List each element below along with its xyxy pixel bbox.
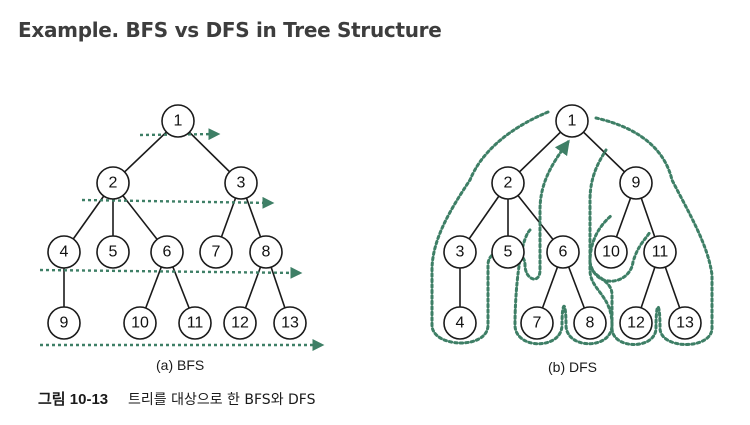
node-label: 2 [504,175,513,192]
node-label: 12 [627,315,645,332]
dfs-node: 5 [491,235,525,269]
dfs-node: 8 [573,306,607,340]
bfs-node: 3 [224,166,258,200]
bfs-node: 6 [150,235,184,269]
dfs-traversal-path [588,230,652,283]
bfs-nodes: 1 2 3 4 5 6 7 8 9 10 11 12 13 [47,104,307,340]
node-label: 12 [231,315,249,332]
node-label: 4 [456,315,465,332]
bfs-node: 10 [123,306,157,340]
figure-caption-text: 트리를 대상으로 한 BFS와 DFS [128,392,316,408]
bfs-panel: 1 2 3 4 5 6 7 8 9 10 11 12 13 (a) BFS [39,104,325,373]
bfs-level-arrow [139,128,221,141]
bfs-node: 12 [223,306,257,340]
node-label: 11 [652,244,669,261]
dfs-node: 7 [520,306,554,340]
node-label: 2 [109,175,118,192]
bfs-level-arrow [39,266,303,279]
dfs-panel: 1 2 3 4 5 6 7 8 9 10 11 12 13 (b) DFS [430,104,714,375]
bfs-node: 8 [249,235,283,269]
node-label: 5 [504,244,513,261]
node-label: 7 [212,244,221,261]
node-label: 4 [60,244,69,261]
node-label: 3 [456,244,465,261]
bfs-node: 4 [47,235,81,269]
node-label: 8 [586,315,595,332]
dfs-edges [459,120,686,324]
dfs-traversal-path [513,148,614,346]
bfs-edges [63,120,291,324]
dfs-node: 4 [443,306,477,340]
node-label: 13 [281,315,299,332]
figure-number: 그림 10-13 [38,390,108,408]
node-label: 7 [533,315,542,332]
node-label: 6 [163,244,172,261]
node-label: 5 [109,244,118,261]
dfs-node: 10 [594,235,628,269]
bfs-node: 2 [96,166,130,200]
bfs-node: 5 [96,235,130,269]
bfs-caption: (a) BFS [156,357,204,373]
bfs-node: 9 [47,306,81,340]
dfs-node: 12 [619,306,653,340]
node-label: 9 [60,315,69,332]
node-label: 3 [237,175,246,192]
dfs-node: 11 [643,235,677,269]
node-label: 10 [602,244,620,261]
dfs-node: 2 [491,166,525,200]
dfs-node: 9 [619,166,653,200]
node-label: 13 [676,315,694,332]
dfs-node: 1 [555,104,589,138]
dfs-node: 6 [546,235,580,269]
bfs-level-arrows [39,128,325,351]
bfs-node: 11 [178,306,212,340]
node-label: 1 [174,113,183,130]
node-label: 9 [632,175,641,192]
dfs-nodes: 1 2 3 4 5 6 7 8 9 10 11 12 13 [443,104,702,340]
dfs-node: 3 [443,235,477,269]
page-title: Example. BFS vs DFS in Tree Structure [18,18,442,42]
node-label: 1 [568,113,577,130]
node-label: 8 [262,244,271,261]
bfs-node: 1 [161,104,195,138]
dfs-traversal-path [430,110,570,345]
figure-caption: 그림 10-13 트리를 대상으로 한 BFS와 DFS [38,390,316,408]
dfs-node: 13 [668,306,702,340]
bfs-node: 7 [199,235,233,269]
node-label: 11 [187,315,204,332]
node-label: 10 [131,315,149,332]
bfs-level-arrow [81,196,275,209]
node-label: 6 [559,244,568,261]
dfs-caption: (b) DFS [548,359,597,375]
bfs-node: 13 [273,306,307,340]
